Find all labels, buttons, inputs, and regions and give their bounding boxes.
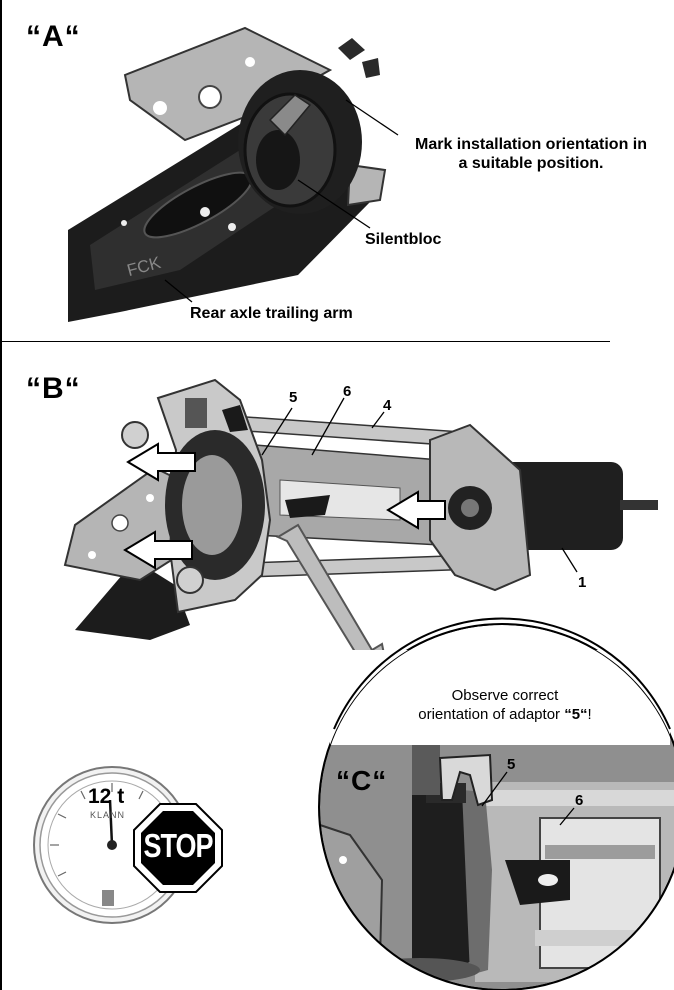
orientation-note-suffix: ! <box>587 706 592 723</box>
b-part-number-6: 6 <box>343 383 352 400</box>
gauge-value: 12 t <box>88 785 125 808</box>
c-part-number-6: 6 <box>575 792 584 809</box>
callout-mark-orientation: Mark installation orientation in a suita… <box>396 135 666 173</box>
orientation-note-part: “5“ <box>564 706 588 723</box>
section-c-label: “C“ <box>336 765 388 796</box>
callout-mark-line1: Mark installation orientation in <box>414 136 648 153</box>
orientation-note-prefix: orientation of adaptor <box>418 706 565 723</box>
stop-sign-text: STOP <box>143 827 213 865</box>
b-part-number-5: 5 <box>289 389 298 406</box>
c-part-number-5: 5 <box>507 756 516 773</box>
section-b-label: “B“ <box>26 372 81 405</box>
callout-silentbloc: Silentbloc <box>365 231 442 248</box>
gauge-brand: KLANN <box>90 810 126 820</box>
orientation-note-line1: Observe correct <box>451 687 559 704</box>
section-a-label: “A“ <box>26 20 81 53</box>
callout-trailing-arm: Rear axle trailing arm <box>190 305 353 322</box>
section-divider <box>0 341 610 342</box>
orientation-note: Observe correct orientation of adaptor “… <box>385 686 625 724</box>
b-part-number-4: 4 <box>383 397 392 414</box>
b-part-number-1: 1 <box>578 574 587 591</box>
callout-mark-line2: a suitable position. <box>458 155 604 172</box>
left-frame-line <box>0 0 2 990</box>
orientation-note-line2: orientation of adaptor “5“! <box>385 705 625 724</box>
